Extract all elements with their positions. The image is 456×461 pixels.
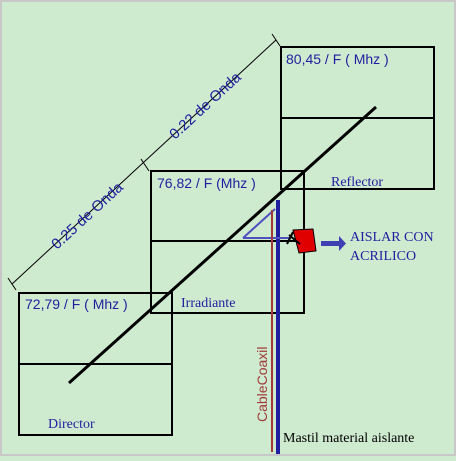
irradiante-label: Irradiante bbox=[181, 296, 235, 311]
mast-label: Mastil material aislante bbox=[283, 431, 414, 446]
spacing-director-label: 0.25 de Onda bbox=[48, 178, 127, 252]
reflector-formula: 80,45 / F ( Mhz ) bbox=[286, 51, 389, 67]
director-box bbox=[18, 292, 173, 436]
director-formula: 72,79 / F ( Mhz ) bbox=[25, 296, 128, 312]
boom bbox=[67, 105, 378, 385]
reflector-box bbox=[280, 46, 435, 190]
spacing-reflector-label: 0.22 de Onda bbox=[166, 68, 245, 142]
spacing-dimension-line bbox=[7, 33, 281, 291]
irradiante-formula: 76,82 / F (Mhz ) bbox=[157, 175, 256, 191]
insulate-note-line1: AISLAR CON bbox=[350, 230, 434, 245]
cable-label: CableCoaxil bbox=[254, 347, 270, 422]
gamma-match bbox=[242, 208, 290, 239]
reflector-label: Reflector bbox=[331, 175, 383, 190]
insulate-note-line2: ACRILICO bbox=[350, 249, 416, 264]
red-insulator-icon bbox=[286, 228, 317, 254]
director-label: Director bbox=[48, 417, 95, 432]
right-arrow-icon bbox=[321, 236, 346, 251]
